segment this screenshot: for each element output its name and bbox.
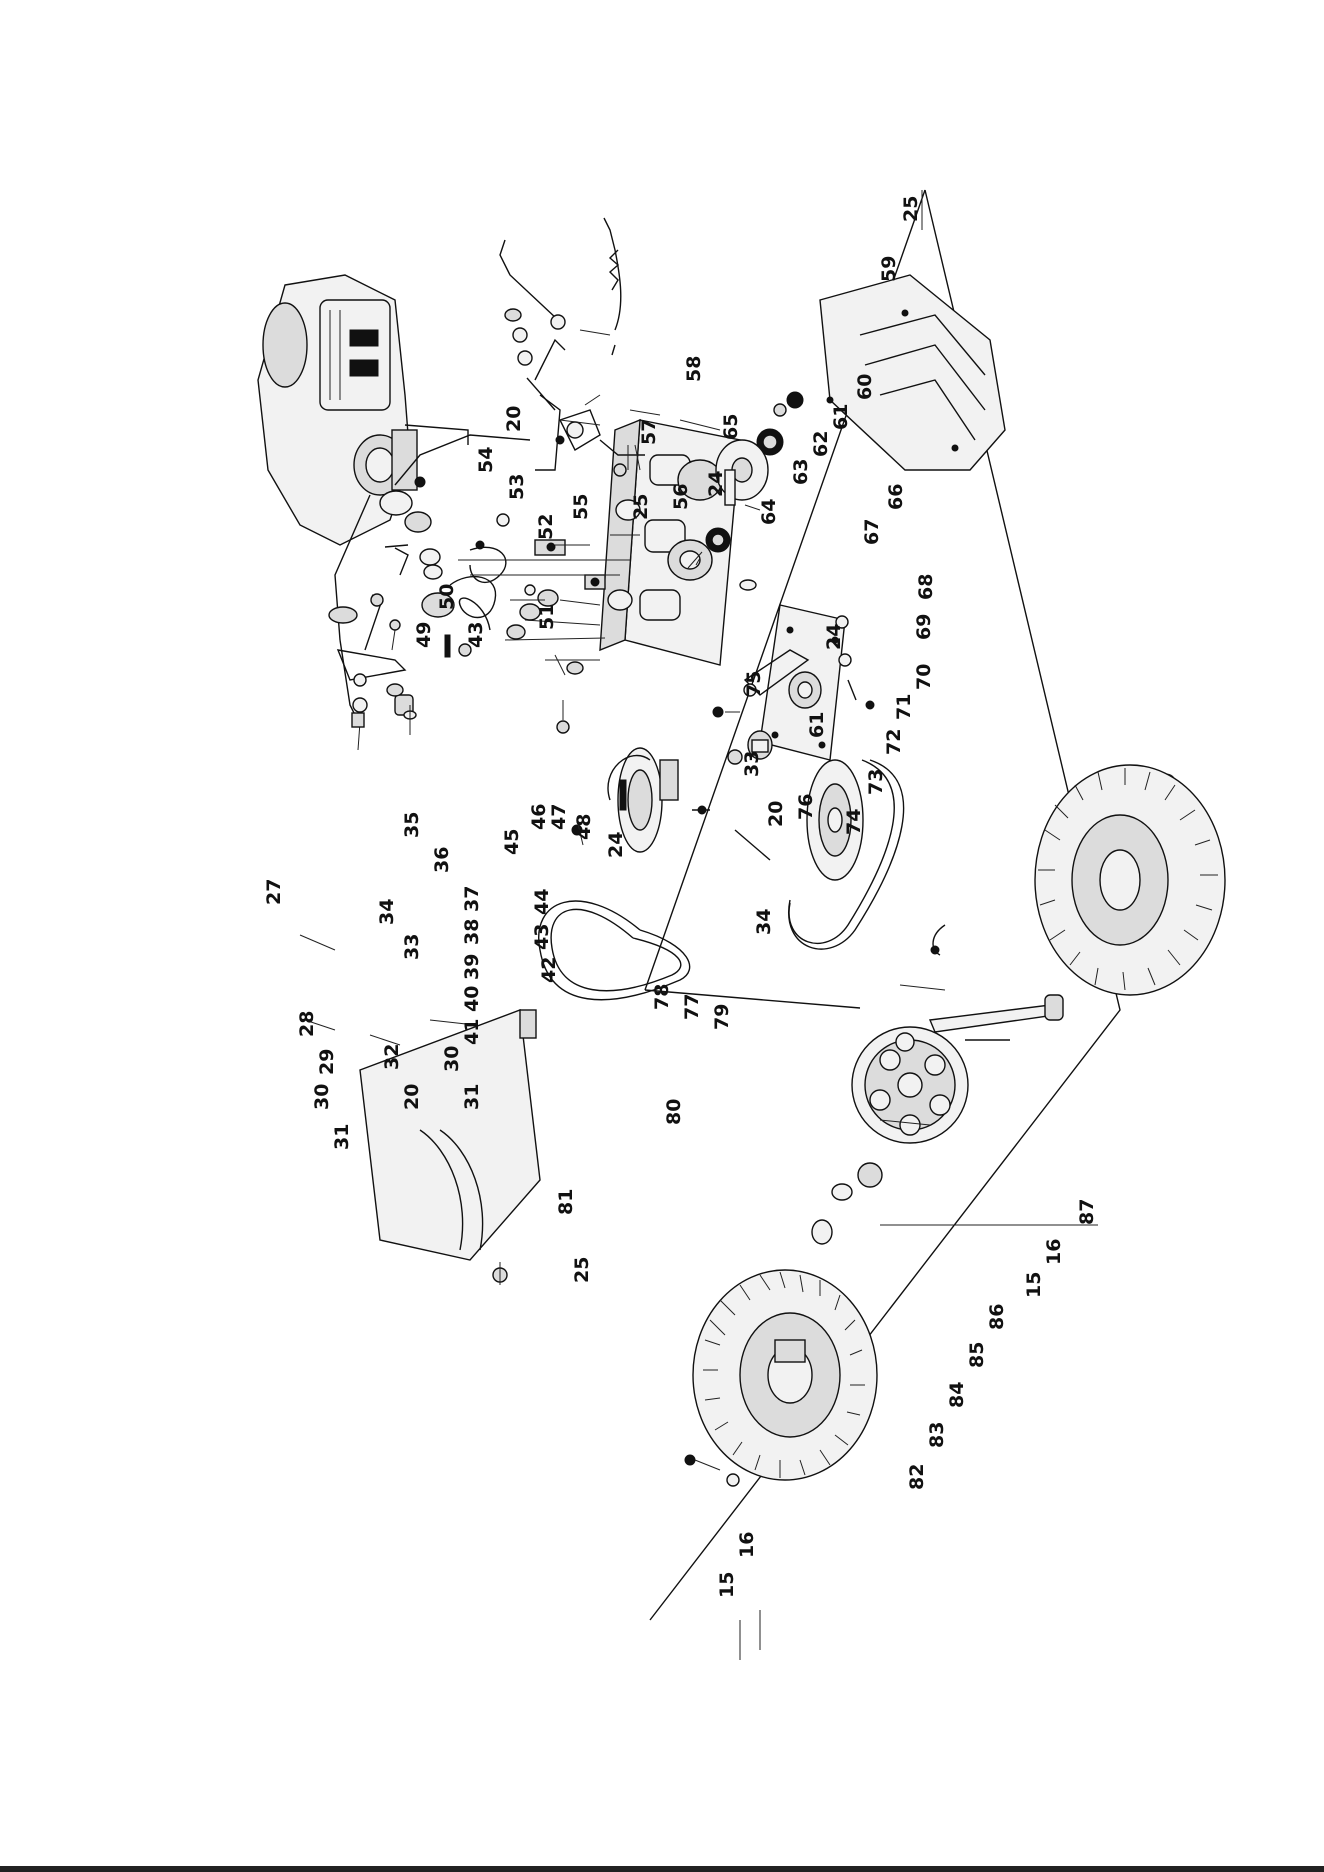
label-85: 85 — [966, 1342, 988, 1368]
label-73: 73 — [865, 769, 887, 795]
label-37: 37 — [461, 886, 483, 912]
label-31-mid: 31 — [461, 1084, 483, 1110]
label-24-lower: 24 — [605, 832, 627, 858]
right-wheel — [1035, 765, 1225, 995]
label-42: 42 — [538, 957, 560, 983]
label-77: 79 — [711, 1004, 733, 1030]
label-63: 63 — [790, 459, 812, 485]
label-15-right: 15 — [1023, 1272, 1045, 1298]
label-44: 44 — [531, 889, 553, 915]
label-75: 75 — [743, 671, 765, 697]
bottom-border-bar — [0, 1866, 1324, 1872]
label-80: 80 — [663, 1099, 685, 1125]
label-38: 38 — [461, 919, 483, 945]
label-68: 68 — [915, 574, 937, 600]
label-82: 82 — [906, 1464, 928, 1490]
label-54: 54 — [475, 447, 497, 473]
label-35: 35 — [401, 812, 423, 838]
label-56: 56 — [670, 484, 692, 510]
label-61-mid: 61 — [806, 712, 828, 738]
label-57: 57 — [638, 419, 660, 445]
label-27: 27 — [263, 879, 285, 905]
label-52: 52 — [535, 514, 557, 540]
label-50: 50 — [436, 584, 458, 610]
label-70: 70 — [913, 664, 935, 690]
left-wheel — [693, 1270, 877, 1480]
label-20-mid: 20 — [765, 801, 787, 827]
label-72: 72 — [883, 729, 905, 755]
label-25-mid: 25 — [630, 494, 652, 520]
label-16-right: 16 — [1043, 1239, 1065, 1265]
label-61-top: 61 — [830, 404, 852, 430]
label-29: 29 — [316, 1049, 338, 1075]
label-24-right: 24 — [823, 624, 845, 650]
label-34-mid: 34 — [753, 909, 775, 935]
label-34-top: 34 — [376, 899, 398, 925]
label-60: 60 — [854, 374, 876, 400]
label-78: 77 — [681, 994, 703, 1020]
belt-guard — [820, 275, 1005, 470]
label-33-mid: 33 — [741, 751, 763, 777]
label-15-left: 15 — [716, 1572, 738, 1598]
label-67: 67 — [861, 519, 883, 545]
label-65: 65 — [720, 414, 742, 440]
label-48: 48 — [573, 814, 595, 840]
label-64: 64 — [758, 499, 780, 525]
label-30-mid: 30 — [441, 1046, 463, 1072]
label-32: 32 — [381, 1044, 403, 1070]
gearbox-housing — [458, 420, 740, 733]
label-83: 83 — [926, 1422, 948, 1448]
label-84: 84 — [946, 1382, 968, 1408]
label-58: 58 — [683, 356, 705, 382]
label-76: 76 — [795, 794, 817, 820]
label-49: 49 — [413, 622, 435, 648]
label-45: 45 — [501, 829, 523, 855]
label-79: 78 — [651, 984, 673, 1010]
label-87: 87 — [1076, 1199, 1098, 1225]
label-36: 36 — [431, 847, 453, 873]
label-46: 46 — [528, 804, 550, 830]
label-71: 71 — [893, 694, 915, 720]
label-43-top: 43 — [465, 622, 487, 648]
label-55: 55 — [570, 494, 592, 520]
label-40: 40 — [461, 986, 483, 1012]
label-25-top: 25 — [900, 196, 922, 222]
label-20-top: 20 — [503, 406, 525, 432]
label-53: 53 — [506, 474, 528, 500]
label-25-cover: 25 — [571, 1257, 593, 1283]
label-74: 74 — [843, 809, 865, 835]
label-16-left: 16 — [736, 1532, 758, 1558]
label-41: 41 — [461, 1019, 483, 1045]
label-47: 47 — [548, 804, 570, 830]
label-33-left: 33 — [401, 934, 423, 960]
label-28: 28 — [296, 1011, 318, 1037]
label-30-left: 30 — [311, 1084, 333, 1110]
label-62: 62 — [810, 431, 832, 457]
label-24-upper: 24 — [705, 471, 727, 497]
axle-components — [812, 1027, 968, 1244]
label-86: 86 — [986, 1304, 1008, 1330]
label-31-left: 31 — [331, 1124, 353, 1150]
label-51: 51 — [536, 604, 558, 630]
label-39: 39 — [461, 954, 483, 980]
label-43-mid: 43 — [531, 924, 553, 950]
label-59: 59 — [878, 256, 900, 282]
label-20-left: 20 — [401, 1084, 423, 1110]
label-66: 66 — [885, 484, 907, 510]
label-81: 81 — [555, 1189, 577, 1215]
label-69: 69 — [913, 614, 935, 640]
